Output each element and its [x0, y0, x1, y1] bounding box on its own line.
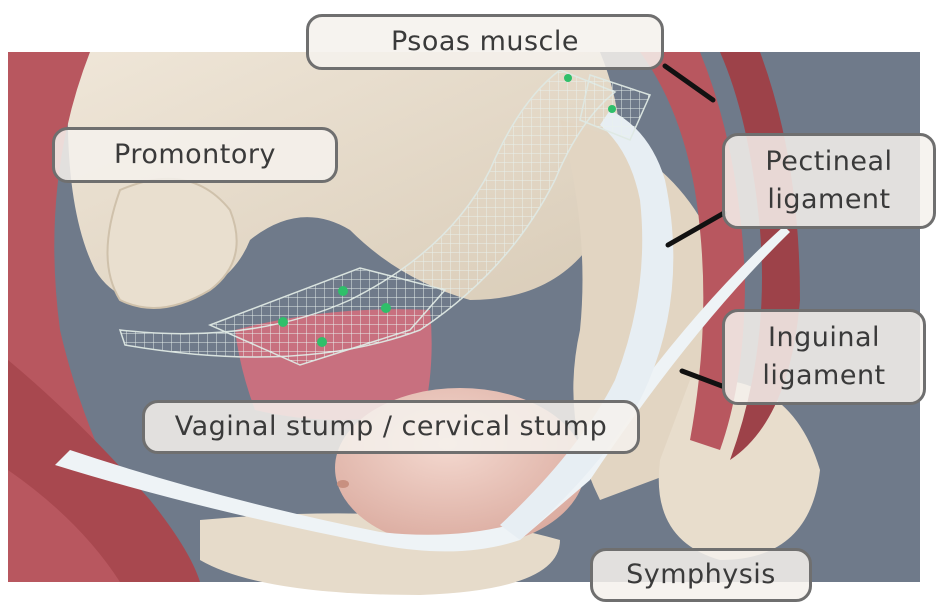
mesh-tack [278, 317, 288, 327]
pectineal-ligament-label: Pectineal ligament [722, 133, 936, 229]
bladder-opening [337, 480, 349, 488]
mesh-tack [564, 74, 572, 82]
vaginal-stump-label: Vaginal stump / cervical stump [142, 400, 640, 454]
psoas-muscle-label: Psoas muscle [306, 14, 664, 70]
inguinal-ligament-label: Inguinal ligament [722, 309, 926, 405]
mesh-tack [317, 337, 327, 347]
mesh-tack [608, 105, 616, 113]
symphysis-text: Symphysis [626, 556, 776, 594]
promontory-label: Promontory [52, 127, 338, 183]
promontory-text: Promontory [114, 136, 276, 174]
symphysis-label: Symphysis [590, 548, 812, 602]
psoas-muscle-text: Psoas muscle [391, 23, 579, 61]
inguinal-ligament-text: Inguinal ligament [762, 319, 885, 395]
mesh-tack [338, 286, 348, 296]
pectineal-ligament-text: Pectineal ligament [765, 143, 892, 219]
mesh-tack [381, 303, 391, 313]
vaginal-stump-text: Vaginal stump / cervical stump [175, 408, 608, 446]
